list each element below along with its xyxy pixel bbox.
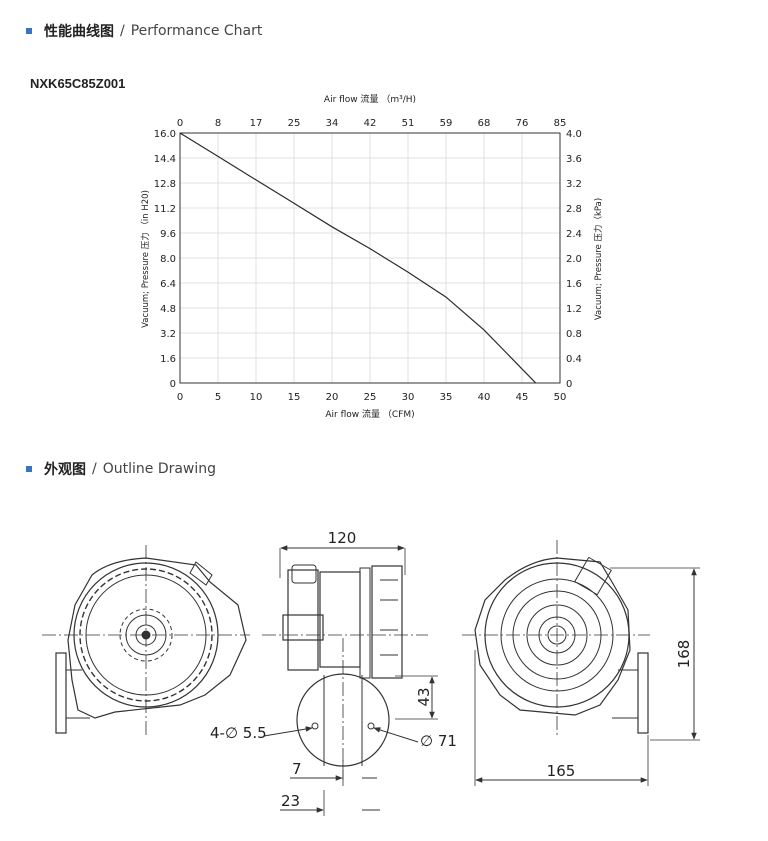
y2-tick-label: 0.8: [566, 329, 582, 340]
y2-tick-label: 0.4: [566, 354, 582, 365]
dimension-width: 120: [328, 529, 357, 547]
dimension-diameter: ∅ 71: [420, 732, 457, 750]
section-title-separator: /: [120, 23, 125, 39]
dimension-height: 168: [675, 640, 693, 669]
x2-tick-label: 34: [326, 118, 339, 129]
x-tick-label: 25: [364, 392, 377, 403]
section-title-zh: 外观图: [44, 462, 86, 478]
section-bullet: [26, 28, 32, 34]
performance-chart: Air flow 流量 （m³/H) Air flow 流量 （CFM) Vac…: [140, 93, 604, 420]
model-number: NXK65C85Z001: [30, 76, 126, 91]
x-tick-label: 40: [478, 392, 491, 403]
x2-tick-label: 25: [288, 118, 301, 129]
x2-tick-label: 68: [478, 118, 491, 129]
top-axis-label: Air flow 流量 （m³/H): [324, 93, 416, 105]
y-tick-label: 9.6: [160, 229, 176, 240]
x-tick-label: 0: [177, 392, 183, 403]
section-title-en: Performance Chart: [130, 23, 263, 39]
outline-section-header: 外观图 / Outline Drawing: [26, 459, 216, 479]
grid-layer: [180, 133, 560, 383]
y2-tick-label: 0: [566, 379, 572, 390]
x2-tick-label: 85: [554, 118, 567, 129]
front-view: [42, 545, 250, 735]
x2-tick-label: 51: [402, 118, 415, 129]
dimension-holes: 4-∅ 5.5: [210, 724, 267, 742]
tick-layer: 0058101715252034254230513559406845765085…: [154, 118, 582, 403]
outline-drawing: 120 43 4-∅ 5.5 ∅ 71 7 23 168 165: [42, 529, 700, 816]
y-tick-label: 4.8: [160, 304, 176, 315]
dimension-length: 165: [547, 762, 576, 780]
x-tick-label: 45: [516, 392, 529, 403]
y2-tick-label: 3.2: [566, 179, 582, 190]
left-axis-label: Vacuum; Pressure 压力 （in H20): [140, 190, 151, 328]
plot-frame: [179, 132, 561, 384]
y-tick-label: 8.0: [160, 254, 176, 265]
right-axis-label: Vacuum; Pressure 压力（kPa): [593, 198, 604, 320]
y2-tick-label: 3.6: [566, 154, 582, 165]
y-tick-label: 0: [170, 379, 176, 390]
y-tick-label: 11.2: [154, 204, 176, 215]
x-tick-label: 30: [402, 392, 415, 403]
x2-tick-label: 17: [250, 118, 263, 129]
x2-tick-label: 42: [364, 118, 377, 129]
x-tick-label: 35: [440, 392, 453, 403]
y2-tick-label: 4.0: [566, 129, 582, 140]
side-view: [262, 545, 438, 816]
section-title-zh: 性能曲线图: [44, 24, 114, 40]
dimension-7: 7: [292, 760, 302, 778]
x2-tick-label: 76: [516, 118, 529, 129]
y-tick-label: 12.8: [154, 179, 176, 190]
dimension-23: 23: [281, 792, 300, 810]
y-tick-label: 14.4: [154, 154, 176, 165]
y2-tick-label: 2.0: [566, 254, 582, 265]
y2-tick-label: 2.4: [566, 229, 582, 240]
x-tick-label: 50: [554, 392, 567, 403]
x-tick-label: 5: [215, 392, 221, 403]
y-tick-label: 16.0: [154, 129, 176, 140]
section-title-separator: /: [92, 461, 97, 477]
bottom-axis-label: Air flow 流量 （CFM): [325, 408, 414, 420]
x-tick-label: 15: [288, 392, 301, 403]
x-tick-label: 10: [250, 392, 263, 403]
y-tick-label: 3.2: [160, 329, 176, 340]
x2-tick-label: 59: [440, 118, 453, 129]
performance-section-header: 性能曲线图 / Performance Chart: [26, 21, 262, 41]
y2-tick-label: 1.6: [566, 279, 582, 290]
y-tick-label: 1.6: [160, 354, 176, 365]
dimension-offset: 43: [415, 687, 433, 706]
x2-tick-label: 8: [215, 118, 221, 129]
x2-tick-label: 0: [177, 118, 183, 129]
y2-tick-label: 1.2: [566, 304, 582, 315]
pressure-curve: [179, 132, 537, 384]
section-bullet: [26, 466, 32, 472]
rear-view: [462, 540, 700, 786]
y2-tick-label: 2.8: [566, 204, 582, 215]
x-tick-label: 20: [326, 392, 339, 403]
section-title-en: Outline Drawing: [102, 461, 217, 477]
y-tick-label: 6.4: [160, 279, 176, 290]
